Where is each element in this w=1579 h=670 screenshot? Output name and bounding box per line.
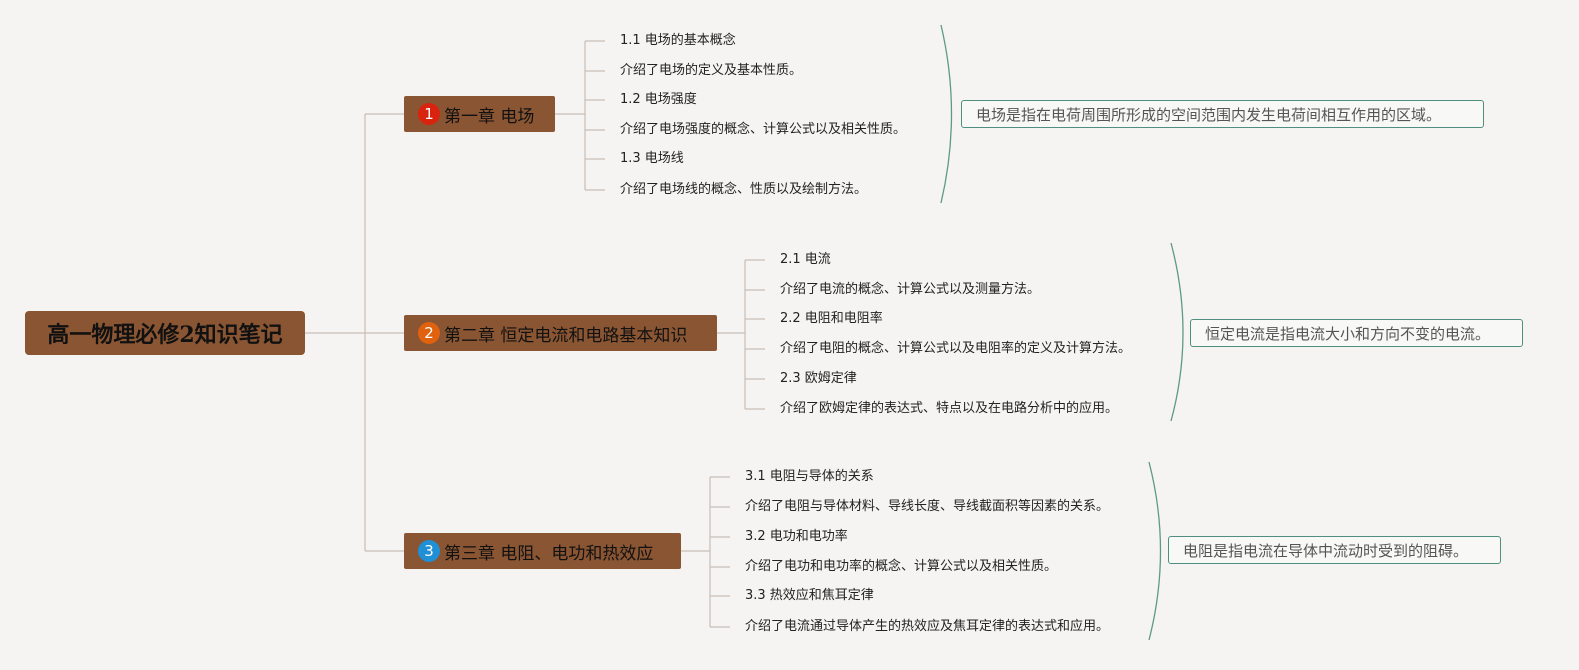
chapter-node-3[interactable]: 3 第三章 电阻、电功和热效应: [404, 533, 681, 569]
leaf-item[interactable]: 介绍了电阻与导体材料、导线长度、导线截面积等因素的关系。: [745, 499, 1110, 514]
leaf-item[interactable]: 介绍了电场强度的概念、计算公式以及相关性质。: [620, 122, 907, 137]
summary-box-3[interactable]: 电阻是指电流在导体中流动时受到的阻碍。: [1168, 536, 1501, 564]
chapter-node-1[interactable]: 1 第一章 电场: [404, 96, 555, 132]
summary-brace: [940, 24, 953, 204]
root-node[interactable]: 高一物理必修2知识笔记: [25, 311, 305, 355]
chapter-title: 第二章 恒定电流和电路基本知识: [444, 325, 688, 346]
leaf-item[interactable]: 介绍了电流的概念、计算公式以及测量方法。: [780, 282, 1041, 297]
leaf-item[interactable]: 3.3 热效应和焦耳定律: [745, 588, 874, 603]
leaf-item[interactable]: 1.1 电场的基本概念: [620, 33, 736, 48]
summary-text: 电阻是指电流在导体中流动时受到的阻碍。: [1183, 541, 1469, 560]
leaf-item[interactable]: 3.2 电功和电功率: [745, 529, 848, 544]
chapter-number-badge: 1: [418, 103, 440, 125]
summary-brace: [1148, 461, 1162, 641]
leaf-item[interactable]: 1.2 电场强度: [620, 92, 697, 107]
summary-box-2[interactable]: 恒定电流是指电流大小和方向不变的电流。: [1190, 319, 1523, 347]
summary-text: 恒定电流是指电流大小和方向不变的电流。: [1205, 324, 1491, 343]
leaf-item[interactable]: 介绍了电场线的概念、性质以及绘制方法。: [620, 182, 868, 197]
leaf-item[interactable]: 介绍了电场的定义及基本性质。: [620, 63, 803, 78]
leaf-item[interactable]: 介绍了电阻的概念、计算公式以及电阻率的定义及计算方法。: [780, 341, 1132, 356]
leaf-item[interactable]: 介绍了电流通过导体产生的热效应及焦耳定律的表达式和应用。: [745, 619, 1110, 634]
chapter-number-badge: 2: [418, 322, 440, 344]
summary-box-1[interactable]: 电场是指在电荷周围所形成的空间范围内发生电荷间相互作用的区域。: [961, 100, 1484, 128]
chapter-title: 第三章 电阻、电功和热效应: [444, 543, 654, 564]
leaf-item[interactable]: 2.3 欧姆定律: [780, 371, 857, 386]
leaf-item[interactable]: 介绍了电功和电功率的概念、计算公式以及相关性质。: [745, 559, 1058, 574]
root-title: 高一物理必修2知识笔记: [47, 322, 283, 348]
leaf-item[interactable]: 2.2 电阻和电阻率: [780, 311, 883, 326]
leaf-item[interactable]: 介绍了欧姆定律的表达式、特点以及在电路分析中的应用。: [780, 401, 1119, 416]
summary-text: 电场是指在电荷周围所形成的空间范围内发生电荷间相互作用的区域。: [976, 105, 1442, 124]
chapter-title: 第一章 电场: [444, 106, 535, 127]
leaf-item[interactable]: 2.1 电流: [780, 252, 831, 267]
chapter-number-badge: 3: [418, 540, 440, 562]
summary-brace: [1170, 242, 1184, 422]
leaf-item[interactable]: 3.1 电阻与导体的关系: [745, 469, 874, 484]
chapter-node-2[interactable]: 2 第二章 恒定电流和电路基本知识: [404, 315, 717, 351]
leaf-item[interactable]: 1.3 电场线: [620, 151, 684, 166]
